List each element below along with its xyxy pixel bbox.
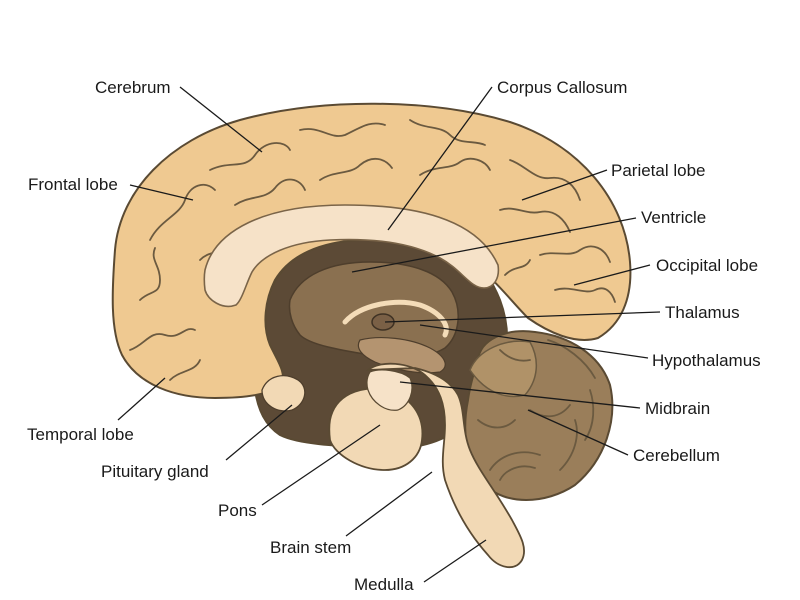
label-ventricle: Ventricle: [641, 208, 706, 227]
ventricle-shape: [288, 261, 459, 359]
cerebrum-gyri: [129, 119, 616, 381]
leader-lines: [117, 86, 661, 583]
label-occipital-lobe: Occipital lobe: [656, 256, 758, 275]
label-cerebrum: Cerebrum: [95, 78, 171, 97]
label-medulla: Medulla: [354, 575, 414, 594]
brain-illustration: [111, 102, 632, 569]
brainstem-shape: [365, 362, 525, 569]
cerebellum-shape: [464, 330, 614, 501]
label-midbrain: Midbrain: [645, 399, 710, 418]
label-thalamus: Thalamus: [665, 303, 740, 322]
label-brain-stem: Brain stem: [270, 538, 351, 557]
label-cerebellum: Cerebellum: [633, 446, 720, 465]
fornix: [342, 299, 449, 338]
label-corpus-callosum: Corpus Callosum: [497, 78, 627, 97]
labels: Cerebrum Corpus Callosum Frontal lobe Pa…: [27, 78, 761, 594]
label-pituitary-gland: Pituitary gland: [101, 462, 209, 481]
label-pons: Pons: [218, 501, 257, 520]
label-hypothalamus: Hypothalamus: [652, 351, 761, 370]
label-temporal-lobe: Temporal lobe: [27, 425, 134, 444]
midbrain-shape: [366, 369, 413, 411]
label-parietal-lobe: Parietal lobe: [611, 161, 706, 180]
hypothalamus-shape: [357, 337, 446, 374]
label-frontal-lobe: Frontal lobe: [28, 175, 118, 194]
pituitary-shape: [261, 375, 306, 412]
